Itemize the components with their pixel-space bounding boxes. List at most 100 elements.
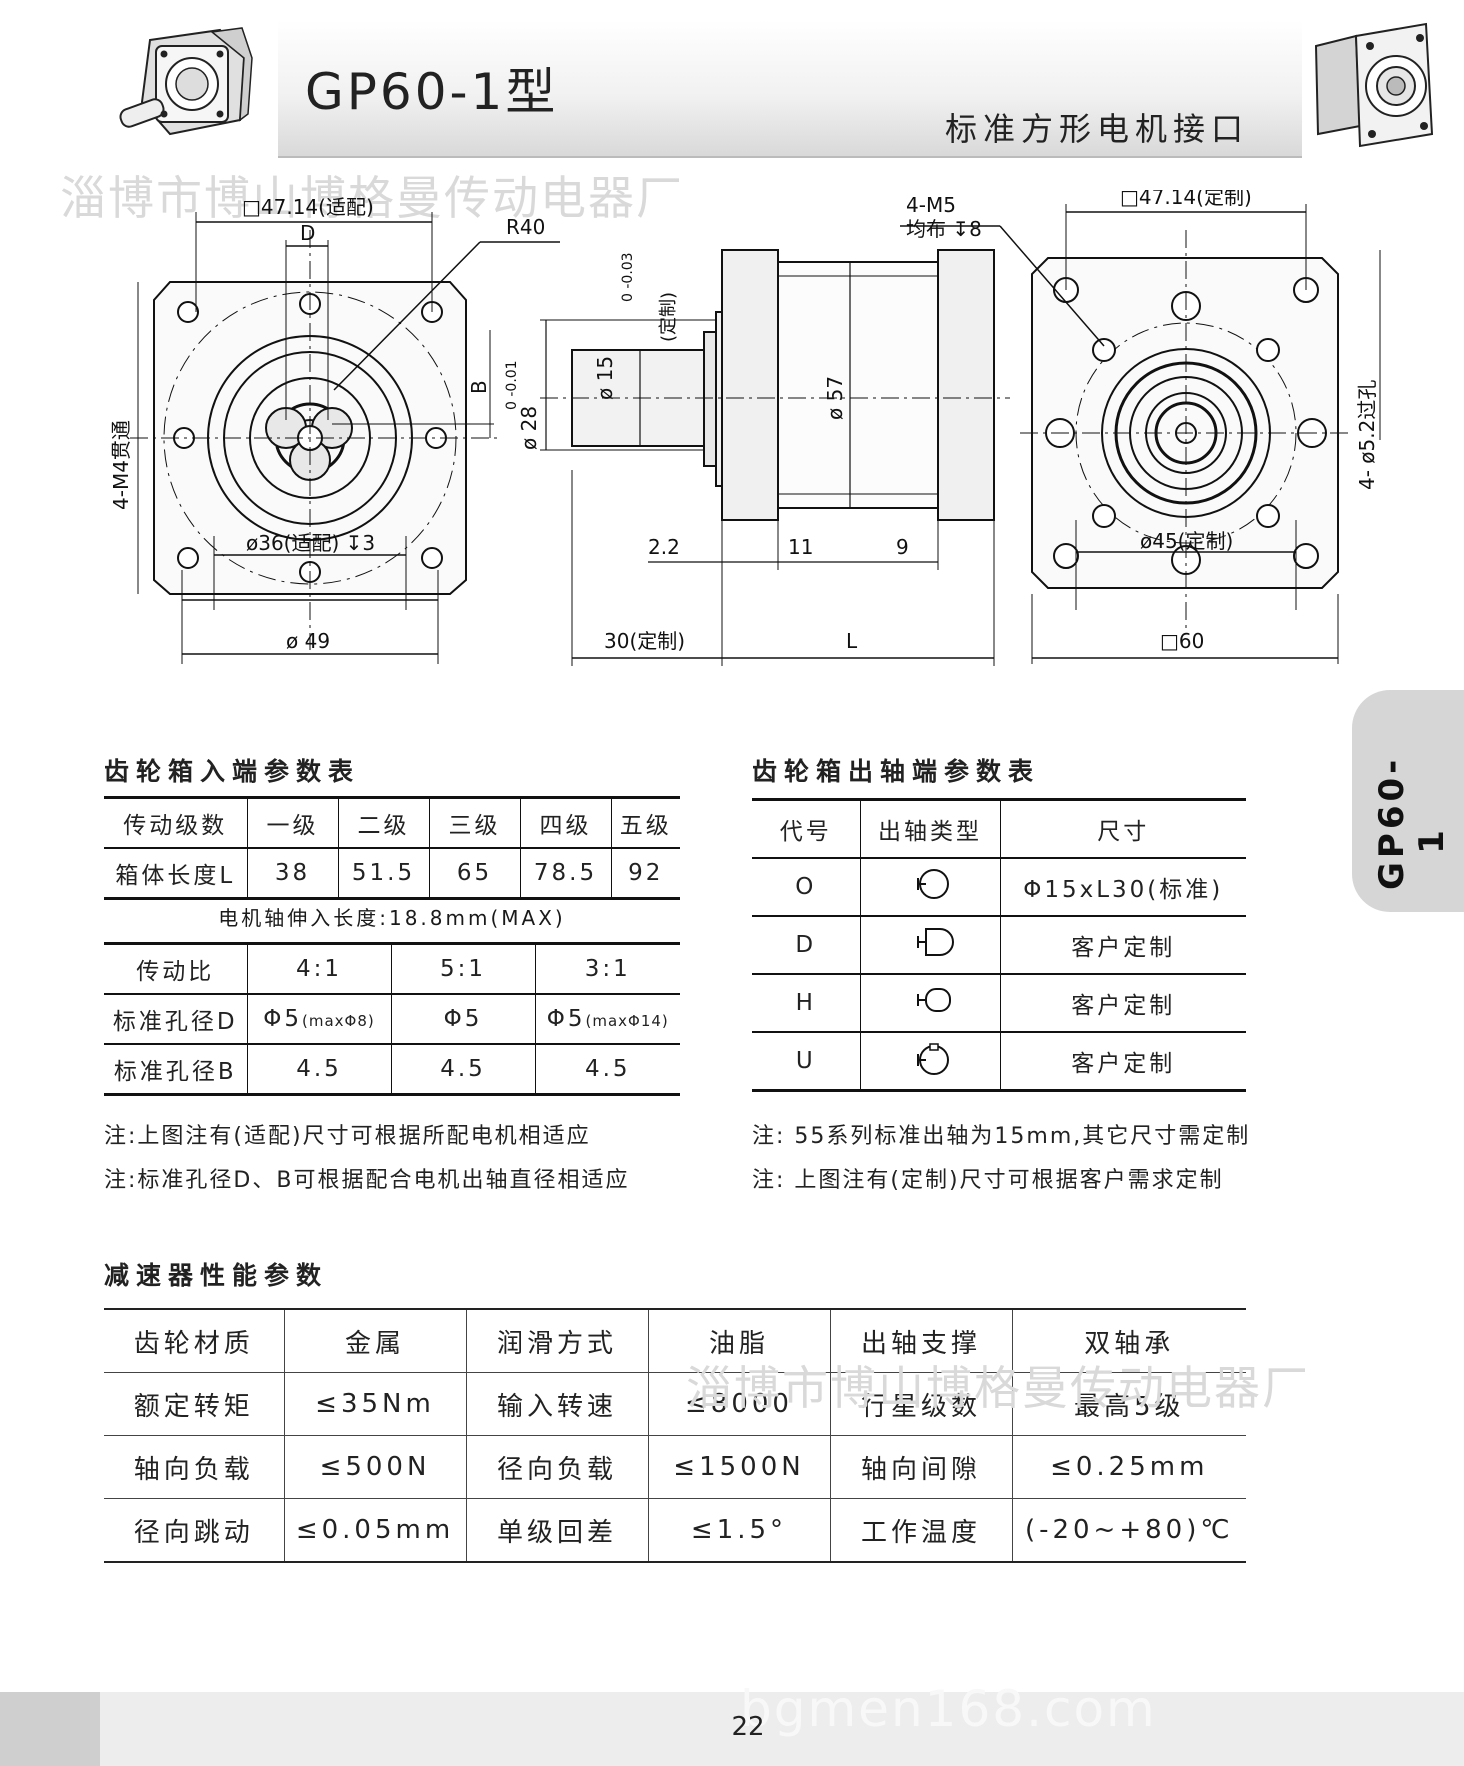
output-param-table: 代号 出轴类型 尺寸 O Φ15xL30(标准) D 客户定制 H 客户定制 U… bbox=[752, 798, 1246, 1092]
cell: 出轴支撑 bbox=[829, 1309, 1012, 1373]
side-tab bbox=[1352, 690, 1464, 912]
gearbox-product-image-right bbox=[1314, 22, 1434, 148]
cell: 92 bbox=[610, 848, 680, 899]
dim-4-m5: 4-M5 bbox=[906, 193, 956, 217]
cell: ≤500N bbox=[283, 1435, 466, 1499]
shaft-d-cut-icon bbox=[917, 928, 954, 956]
header-band bbox=[278, 20, 1302, 158]
code-cell: U bbox=[795, 1048, 816, 1074]
dim-bore-36: ø36(适配) ↧3 bbox=[246, 531, 375, 555]
dim-9: 9 bbox=[896, 535, 909, 559]
dim-shaft-note: (定制) bbox=[658, 292, 679, 342]
cell: 双轴承 bbox=[1011, 1309, 1246, 1373]
watermark-bottom: bgmen168.com bbox=[740, 1680, 1157, 1738]
watermark-mid: 淄博市博山博格曼传动电器厂 bbox=[686, 1361, 1310, 1415]
watermark-top: 淄博市博山博格曼传动电器厂 bbox=[60, 171, 684, 225]
cell: 油脂 bbox=[647, 1309, 830, 1373]
cell: 五级 bbox=[610, 797, 680, 848]
shaft-type-cell bbox=[859, 974, 1000, 1032]
dim-length-l: L bbox=[846, 629, 858, 653]
bore-d-value: Φ5 bbox=[546, 1006, 586, 1032]
cell: 78.5 bbox=[519, 848, 611, 899]
cell: ≤1.5° bbox=[647, 1498, 830, 1563]
dim-holes-5-2: 4- ø5.2过孔 bbox=[1355, 380, 1379, 490]
shaft-keyway-icon bbox=[917, 1043, 949, 1075]
cell: 二级 bbox=[337, 797, 429, 848]
cell: 三级 bbox=[428, 797, 520, 848]
size-cell: 客户定制 bbox=[999, 1032, 1246, 1091]
dim-body-57: ø 57 bbox=[823, 376, 847, 420]
dim-square-60: □60 bbox=[1160, 629, 1204, 653]
cell: 传动比 bbox=[136, 959, 215, 985]
dim-4-m4: 4-M4贯通 bbox=[109, 420, 133, 510]
dim-shaft-15: ø 15 bbox=[593, 356, 617, 400]
dim-dia-49: ø 49 bbox=[286, 629, 330, 653]
size-cell: 客户定制 bbox=[999, 916, 1246, 974]
dim-30: 30(定制) bbox=[604, 629, 685, 653]
shaft-type-cell bbox=[859, 858, 1000, 916]
cell: 一级 bbox=[246, 797, 338, 848]
shaft-type-cell bbox=[859, 916, 1000, 974]
input-param-table: 传动级数 一级 二级 三级 四级 五级 箱体长度L 38 51.5 65 78.… bbox=[104, 796, 680, 900]
dim-shaft-tol: 0 -0.03 bbox=[620, 252, 636, 302]
cell: 额定转矩 bbox=[104, 1372, 284, 1436]
stage-row: 传动级数 一级 二级 三级 四级 五级 bbox=[104, 797, 680, 848]
size-cell: Φ15xL30(标准) bbox=[999, 858, 1246, 916]
output-table-title: 齿轮箱出轴端参数表 bbox=[752, 757, 1041, 786]
note-right-1: 注: 55系列标准出轴为15mm,其它尺寸需定制 bbox=[752, 1124, 1251, 1149]
note-left-2: 注:标准孔径D、B可根据配合电机出轴直径相适应 bbox=[104, 1168, 630, 1193]
code-cell: H bbox=[795, 990, 816, 1016]
dim-d-label: D bbox=[300, 221, 315, 245]
dim-11: 11 bbox=[788, 535, 813, 559]
code-cell: O bbox=[795, 874, 817, 900]
side-tab-label: GP60-1 bbox=[1372, 755, 1452, 890]
footer-corner bbox=[0, 1692, 100, 1766]
dim-pilot-tol: 0 -0.01 bbox=[504, 360, 520, 410]
cell: ≤35Nm bbox=[283, 1372, 466, 1436]
cell: 齿轮材质 bbox=[104, 1309, 284, 1373]
gearbox-product-image-left bbox=[119, 27, 253, 136]
cell: 润滑方式 bbox=[465, 1309, 648, 1373]
cell: Φ5 bbox=[390, 994, 535, 1044]
cell: 单级回差 bbox=[465, 1498, 648, 1563]
cell: 箱体长度L bbox=[115, 863, 236, 889]
cell: 径向负载 bbox=[465, 1435, 648, 1499]
dim-pilot-28: ø 28 bbox=[517, 406, 541, 450]
cell: ≤1500N bbox=[647, 1435, 830, 1499]
length-row: 箱体长度L 38 51.5 65 78.5 92 bbox=[104, 848, 680, 899]
cell: 4.5 bbox=[246, 1044, 391, 1095]
cell: 标准孔径B bbox=[113, 1059, 237, 1085]
technical-drawing: □47.14(适配) D R40 4-M4贯通 B ø36(适配) ↧3 ø 4… bbox=[109, 190, 1381, 666]
cell: 输入转速 bbox=[465, 1372, 648, 1436]
header-cell: 出轴类型 bbox=[859, 799, 1000, 858]
ratio-table: 传动比 4:1 5:1 3:1 标准孔径D Φ5(maxΦ8) Φ5 Φ5(ma… bbox=[104, 942, 680, 1096]
motor-shaft-note: 电机轴伸入长度:18.8mm(MAX) bbox=[218, 906, 566, 930]
cell: 65 bbox=[428, 848, 520, 899]
table-row: U 客户定制 bbox=[752, 1032, 1246, 1091]
cell: 4:1 bbox=[246, 943, 391, 994]
table-row: 径向跳动 ≤0.05mm 单级回差 ≤1.5° 工作温度 (-20~+80)℃ bbox=[104, 1498, 1246, 1563]
cell: (-20~+80)℃ bbox=[1011, 1498, 1246, 1563]
dim-square-47-right: □47.14(定制) bbox=[1120, 190, 1252, 209]
performance-title: 减速器性能参数 bbox=[104, 1261, 329, 1290]
output-flange-view bbox=[900, 204, 1381, 664]
page-number: 22 bbox=[731, 1712, 765, 1742]
header-cell: 尺寸 bbox=[999, 799, 1246, 858]
dim-thread-note: 均布 ↧8 bbox=[906, 217, 982, 241]
shaft-type-cell bbox=[859, 1032, 1000, 1091]
dim-pcd-45: ø45(定制) bbox=[1140, 529, 1233, 553]
cell: 径向跳动 bbox=[104, 1498, 284, 1563]
input-flange-view bbox=[130, 212, 560, 664]
size-cell: 客户定制 bbox=[999, 974, 1246, 1032]
cell: 标准孔径D bbox=[112, 1009, 238, 1035]
dim-square-47-left: □47.14(适配) bbox=[242, 195, 374, 219]
code-cell: D bbox=[795, 932, 817, 958]
header-divider bbox=[278, 156, 1302, 158]
note-right-2: 注: 上图注有(定制)尺寸可根据客户需求定制 bbox=[752, 1168, 1224, 1193]
cell: 51.5 bbox=[337, 848, 429, 899]
cell: 金属 bbox=[283, 1309, 466, 1373]
cell: 轴向间隙 bbox=[829, 1435, 1012, 1499]
table-row: 齿轮材质 金属 润滑方式 油脂 出轴支撑 双轴承 bbox=[104, 1309, 1246, 1373]
side-elevation-view bbox=[540, 249, 1010, 666]
cell: 4.5 bbox=[534, 1044, 680, 1095]
